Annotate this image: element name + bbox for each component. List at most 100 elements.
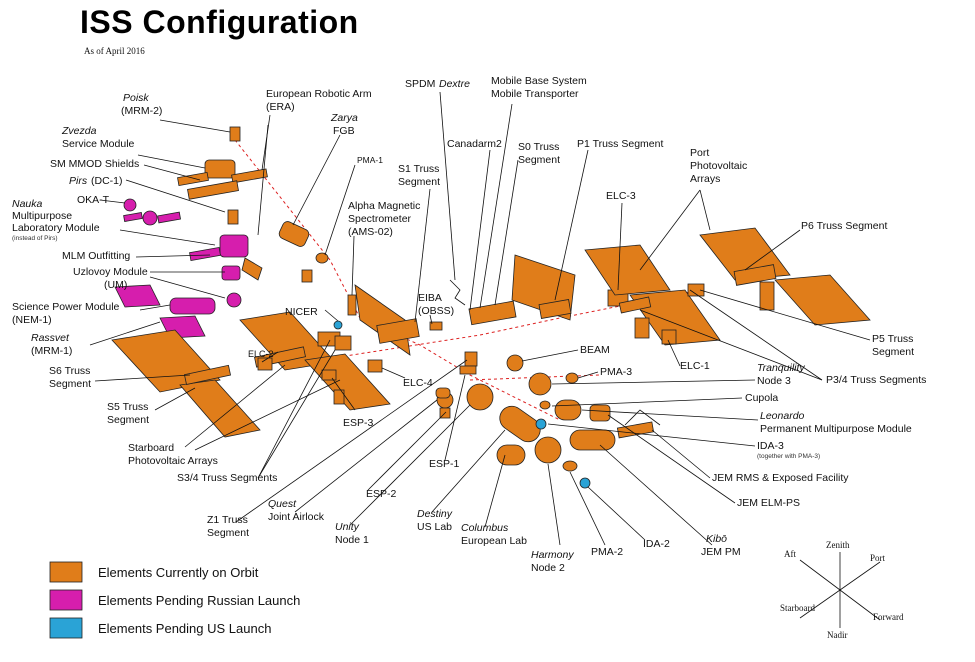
russian-segment xyxy=(177,124,329,283)
us-modules xyxy=(435,351,661,472)
port-truss xyxy=(511,227,871,346)
page-subtitle: As of April 2016 xyxy=(84,46,145,56)
label-elc2: ELC-2 xyxy=(248,349,274,359)
label-era2: (ERA) xyxy=(266,101,295,113)
compass-aft: Aft xyxy=(784,549,796,559)
label-quest2: Joint Airlock xyxy=(268,511,325,523)
harmony-node2 xyxy=(534,436,562,464)
label-unity2: Node 1 xyxy=(335,534,369,546)
label-esp3: ESP-3 xyxy=(343,417,374,429)
label-columbus1: Columbus xyxy=(461,522,509,534)
orientation-compass: Zenith Nadir Port Starboard Aft Forward xyxy=(780,540,904,640)
label-jem-rms: JEM RMS & Exposed Facility xyxy=(712,472,849,484)
port-pv-array-inner xyxy=(584,244,721,346)
elc4-carrier xyxy=(367,359,383,373)
label-pirs-code: (DC-1) xyxy=(91,175,123,187)
label-p34: P3/4 Truss Segments xyxy=(826,374,926,386)
starboard-truss xyxy=(111,311,391,438)
elc2-carrier xyxy=(257,357,273,371)
pirs-module xyxy=(227,209,239,225)
s5-solar-array xyxy=(179,379,261,438)
label-ida3: IDA-3 xyxy=(757,440,784,452)
label-ida2: IDA-2 xyxy=(643,538,670,550)
compass-nadir: Nadir xyxy=(827,630,848,640)
p1-truss xyxy=(538,299,572,319)
label-rassvet: Rassvet xyxy=(31,332,70,344)
label-nauka-desc2: Laboratory Module xyxy=(12,222,100,234)
destiny-lab xyxy=(499,405,541,443)
cupola-module xyxy=(539,400,551,410)
label-nauka-note: (instead of Pirs) xyxy=(12,235,58,242)
p5-truss xyxy=(687,283,705,297)
compass-forward: Forward xyxy=(873,612,904,622)
label-s1-1: S1 Truss xyxy=(398,163,439,175)
label-z1-1: Z1 Truss xyxy=(207,514,248,526)
s1-solar-radiator xyxy=(354,284,411,356)
leonardo-module xyxy=(554,399,582,421)
label-s1-2: Segment xyxy=(398,176,440,188)
uzlovoy-module xyxy=(221,265,242,308)
label-unity1: Unity xyxy=(335,521,360,533)
label-mbs1: Mobile Base System xyxy=(491,75,587,87)
ams-02 xyxy=(347,294,357,316)
label-cupola: Cupola xyxy=(745,392,778,404)
label-harmony1: Harmony xyxy=(531,549,574,561)
label-quest1: Quest xyxy=(268,498,297,510)
esp1-platform xyxy=(459,365,477,375)
label-zarya1: Zarya xyxy=(330,112,358,124)
label-nicer: NICER xyxy=(285,306,318,318)
label-destiny2: US Lab xyxy=(417,521,452,533)
legend-label-on-orbit: Elements Currently on Orbit xyxy=(98,565,259,580)
esp3-platform xyxy=(321,369,345,405)
label-pma1: PMA-1 xyxy=(357,155,383,165)
nicer-payload xyxy=(333,320,343,330)
legend-label-pending-russian: Elements Pending Russian Launch xyxy=(98,593,300,608)
label-p5-2: Segment xyxy=(872,346,914,358)
label-ppv2: Photovoltaic xyxy=(690,160,747,172)
legend-swatch-pending-russian xyxy=(49,589,83,611)
label-nauka-desc1: Multipurpose xyxy=(12,210,72,222)
label-sm-mmod: SM MMOD Shields xyxy=(50,158,139,170)
ida2-adapter xyxy=(579,477,591,489)
label-spdm1: SPDM xyxy=(405,78,435,90)
label-tranq1: Tranquility xyxy=(757,362,805,374)
label-ams1: Alpha Magnetic xyxy=(348,200,420,212)
nauka-module xyxy=(142,210,249,262)
label-s5-1: S5 Truss xyxy=(107,401,148,413)
pma1-adapter xyxy=(315,252,329,264)
label-zvezda: Zvezda xyxy=(61,125,97,137)
era-arm xyxy=(241,124,269,281)
compass-starboard: Starboard xyxy=(780,603,815,613)
label-sb-pv2: Photovoltaic Arrays xyxy=(128,455,218,467)
label-kibo2: JEM PM xyxy=(701,546,741,558)
label-mlm-outfitting: MLM Outfitting xyxy=(62,250,130,262)
elc1-carrier xyxy=(661,329,677,345)
label-ida3-note: (together with PMA-3) xyxy=(757,453,820,460)
compass-port: Port xyxy=(870,553,886,563)
label-leonardo2: Permanent Multipurpose Module xyxy=(760,423,912,435)
label-uzlovoy2: (UM) xyxy=(104,279,127,291)
oka-t-module xyxy=(123,198,143,222)
label-poisk-code: (MRM-2) xyxy=(121,105,162,117)
label-era1: European Robotic Arm xyxy=(266,88,372,100)
quest-airlock xyxy=(435,387,454,409)
legend: Elements Currently on Orbit Elements Pen… xyxy=(49,561,300,639)
label-s34: S3/4 Truss Segments xyxy=(177,472,277,484)
label-p1: P1 Truss Segment xyxy=(577,138,663,150)
label-spdm2: Dextre xyxy=(439,78,470,90)
dextre-robot xyxy=(449,279,466,306)
science-power-module xyxy=(114,284,216,339)
eiba-obss xyxy=(429,321,443,331)
label-kibo1: Kibō xyxy=(706,533,727,545)
poisk-module xyxy=(229,126,241,142)
s1-truss xyxy=(376,318,420,344)
label-tranq2: Node 3 xyxy=(757,375,791,387)
label-canadarm2: Canadarm2 xyxy=(447,138,502,150)
labels: Poisk (MRM-2) Zvezda Service Module SM M… xyxy=(12,75,926,574)
label-s5-2: Segment xyxy=(107,414,149,426)
label-spm1: Science Power Module xyxy=(12,301,120,313)
ida3-adapter xyxy=(535,418,547,430)
compass-zenith: Zenith xyxy=(826,540,850,550)
label-elc1: ELC-1 xyxy=(680,360,710,372)
